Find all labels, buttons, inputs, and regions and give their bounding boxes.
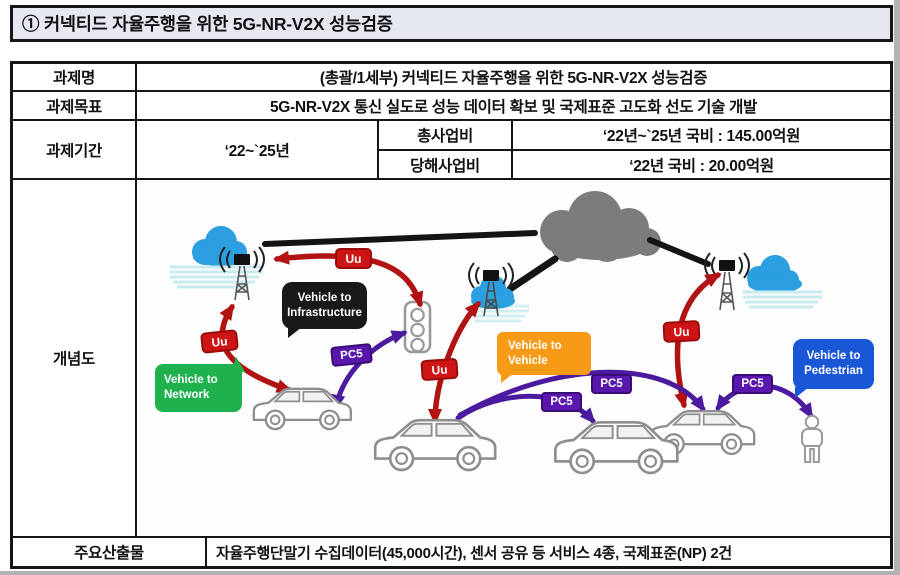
row-goal-value: 5G-NR-V2X 통신 실도로 성능 데이터 확보 및 국제표준 고도화 선도… [137, 92, 890, 121]
uu-badge-top: Uu [335, 248, 372, 269]
page-title: ① 커넥티드 자율주행을 위한 5G-NR-V2X 성능검증 [10, 5, 893, 42]
vehicle-to-network-box: Vehicle to Network [155, 357, 250, 412]
pc5-badge-car3: PC5 [541, 392, 582, 412]
base-station-left [170, 226, 265, 301]
car-3 [553, 420, 679, 475]
uu-badge-right: Uu [662, 320, 701, 343]
row-name-label: 과제명 [13, 64, 137, 92]
pedestrian-icon [801, 414, 823, 463]
base-station-middle [468, 262, 529, 323]
backbone-links [262, 230, 711, 293]
page-title-text: ① 커넥티드 자율주행을 위한 5G-NR-V2X 성능검증 [22, 14, 393, 34]
pc5-badge-light: PC5 [330, 342, 373, 368]
v2p-line1: Vehicle to [806, 350, 861, 363]
bubble-tail [288, 327, 302, 338]
v2v-line1: Vehicle to [508, 339, 562, 352]
row-outputs-value: 자율주행단말기 수집데이터(45,000시간), 센서 공유 등 서비스 4종,… [216, 544, 732, 562]
pc5-badge-pedestrian: PC5 [732, 374, 773, 394]
budget-total-value: ‘22년~`25년 국비 : 145.00억원 [513, 121, 890, 151]
uu-badge-middle: Uu [420, 357, 459, 382]
project-summary-table: 과제명 (총괄/1세부) 커넥티드 자율주행을 위한 5G-NR-V2X 성능검… [10, 61, 893, 569]
vehicle-to-infrastructure-box: Vehicle to Infrastructure [282, 282, 367, 338]
concept-diagram-canvas [170, 191, 823, 475]
v2v-line2: Vehicle [508, 354, 548, 367]
uu-link-light-tower-left [273, 250, 424, 308]
budget-total-label: 총사업비 [379, 121, 513, 151]
budget-year-label: 당해사업비 [379, 151, 513, 180]
row-concept-label: 개념도 [13, 180, 137, 538]
v2n-line1: Vehicle to [164, 374, 218, 387]
v2i-line2: Infrastructure [287, 306, 362, 319]
budget-year-value: ‘22년 국비 : 20.00억원 [513, 151, 890, 180]
bubble-tail [501, 373, 514, 383]
backbone-middle [506, 255, 559, 293]
concept-diagram: Vehicle to Network Vehicle to Infrastruc… [137, 180, 890, 538]
backbone-right [647, 237, 711, 267]
vehicle-to-vehicle-box: Vehicle to Vehicle [497, 332, 591, 383]
uu-link-car1-tower-left [219, 303, 293, 393]
vehicle-to-pedestrian-box: Vehicle to Pedestrian [793, 339, 874, 398]
row-period-label: 과제기간 [13, 121, 137, 180]
v2n-line2: Network [164, 389, 210, 401]
pc5-badge-car4: PC5 [591, 374, 632, 394]
row-period-value: ‘22~`25년 [137, 121, 379, 180]
traffic-light-icon [403, 300, 432, 354]
row-outputs-label: 주요산출물 [13, 538, 207, 566]
v2p-line2: Pedestrian [804, 365, 863, 377]
bubble-tail [795, 387, 809, 398]
core-cloud-icon [540, 191, 661, 262]
row-goal-label: 과제목표 [13, 92, 137, 121]
v2i-line1: Vehicle to [297, 291, 352, 304]
backbone-left [262, 230, 538, 247]
row-name-value: (총괄/1세부) 커넥티드 자율주행을 위한 5G-NR-V2X 성능검증 [137, 64, 890, 92]
base-station-right [704, 252, 822, 311]
pc5-link-car2-car4 [457, 369, 706, 418]
car-1 [252, 387, 352, 431]
uu-badge-left: Uu [200, 329, 239, 354]
car-2 [373, 418, 497, 472]
